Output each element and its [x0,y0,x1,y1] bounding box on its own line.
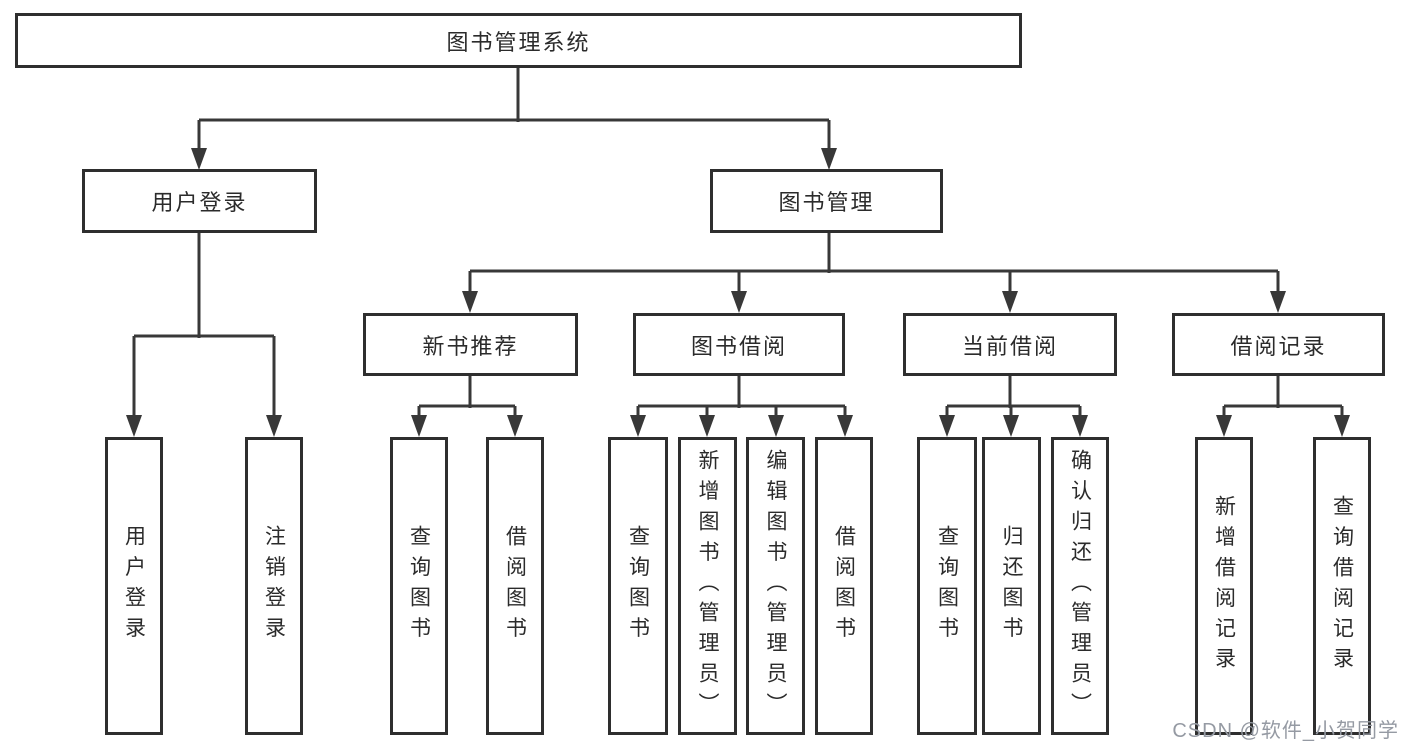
leaf-edit-books-admin: 编辑图书（管理员） [746,437,805,735]
node-borrowing-records: 借阅记录 [1172,313,1385,376]
node-library-system-label: 图书管理系统 [446,29,591,55]
node-new-book-recommend: 新书推荐 [363,313,578,376]
leaf-borrow-books-label: 借阅图书 [832,525,857,647]
arrowheads [126,148,1350,437]
csdn-watermark: CSDN @软件_小贺同学 [1172,720,1399,742]
leaf-add-books-admin: 新增图书（管理员） [678,437,737,735]
leaf-borrow-books-recommend: 借阅图书 [486,437,544,735]
leaf-query-borrow-record-label: 查询借阅记录 [1330,494,1355,678]
leaf-logout: 注销登录 [245,437,303,735]
leaf-borrow-books-recommend-label: 借阅图书 [503,525,528,647]
leaf-query-borrow-record: 查询借阅记录 [1313,437,1371,735]
leaf-confirm-return-admin-label: 确认归还（管理员） [1068,448,1093,724]
leaf-return-books-label: 归还图书 [1000,525,1024,647]
node-current-borrowing-label: 当前借阅 [961,333,1058,359]
leaf-query-books-borrow-label: 查询图书 [626,525,651,647]
node-new-book-recommend-label: 新书推荐 [422,333,519,359]
leaf-edit-books-admin-label: 编辑图书（管理员） [764,448,788,724]
leaf-add-borrow-record: 新增借阅记录 [1195,437,1253,735]
leaf-return-books: 归还图书 [982,437,1041,735]
leaf-query-books-current-label: 查询图书 [935,525,960,647]
node-library-system: 图书管理系统 [15,13,1022,68]
leaf-query-books-current: 查询图书 [917,437,977,735]
leaf-borrow-books: 借阅图书 [815,437,873,735]
leaf-confirm-return-admin: 确认归还（管理员） [1051,437,1109,735]
node-book-management: 图书管理 [710,169,943,233]
leaf-add-borrow-record-label: 新增借阅记录 [1212,494,1237,678]
node-book-borrowing-label: 图书借阅 [690,333,787,359]
node-user-login-label: 用户登录 [151,190,248,215]
leaf-add-books-admin-label: 新增图书（管理员） [696,448,720,724]
node-borrowing-records-label: 借阅记录 [1230,333,1327,359]
node-user-login: 用户登录 [82,169,317,233]
node-book-borrowing: 图书借阅 [633,313,845,376]
node-current-borrowing: 当前借阅 [903,313,1117,376]
leaf-query-books-borrow: 查询图书 [608,437,668,735]
leaf-query-books-recommend-label: 查询图书 [407,525,432,647]
leaf-logout-label: 注销登录 [262,525,287,647]
leaf-query-books-recommend: 查询图书 [390,437,448,735]
tree-edges [132,68,1344,420]
leaf-user-login: 用户登录 [105,437,163,735]
leaf-user-login-label: 用户登录 [122,525,147,647]
node-book-management-label: 图书管理 [778,190,875,215]
